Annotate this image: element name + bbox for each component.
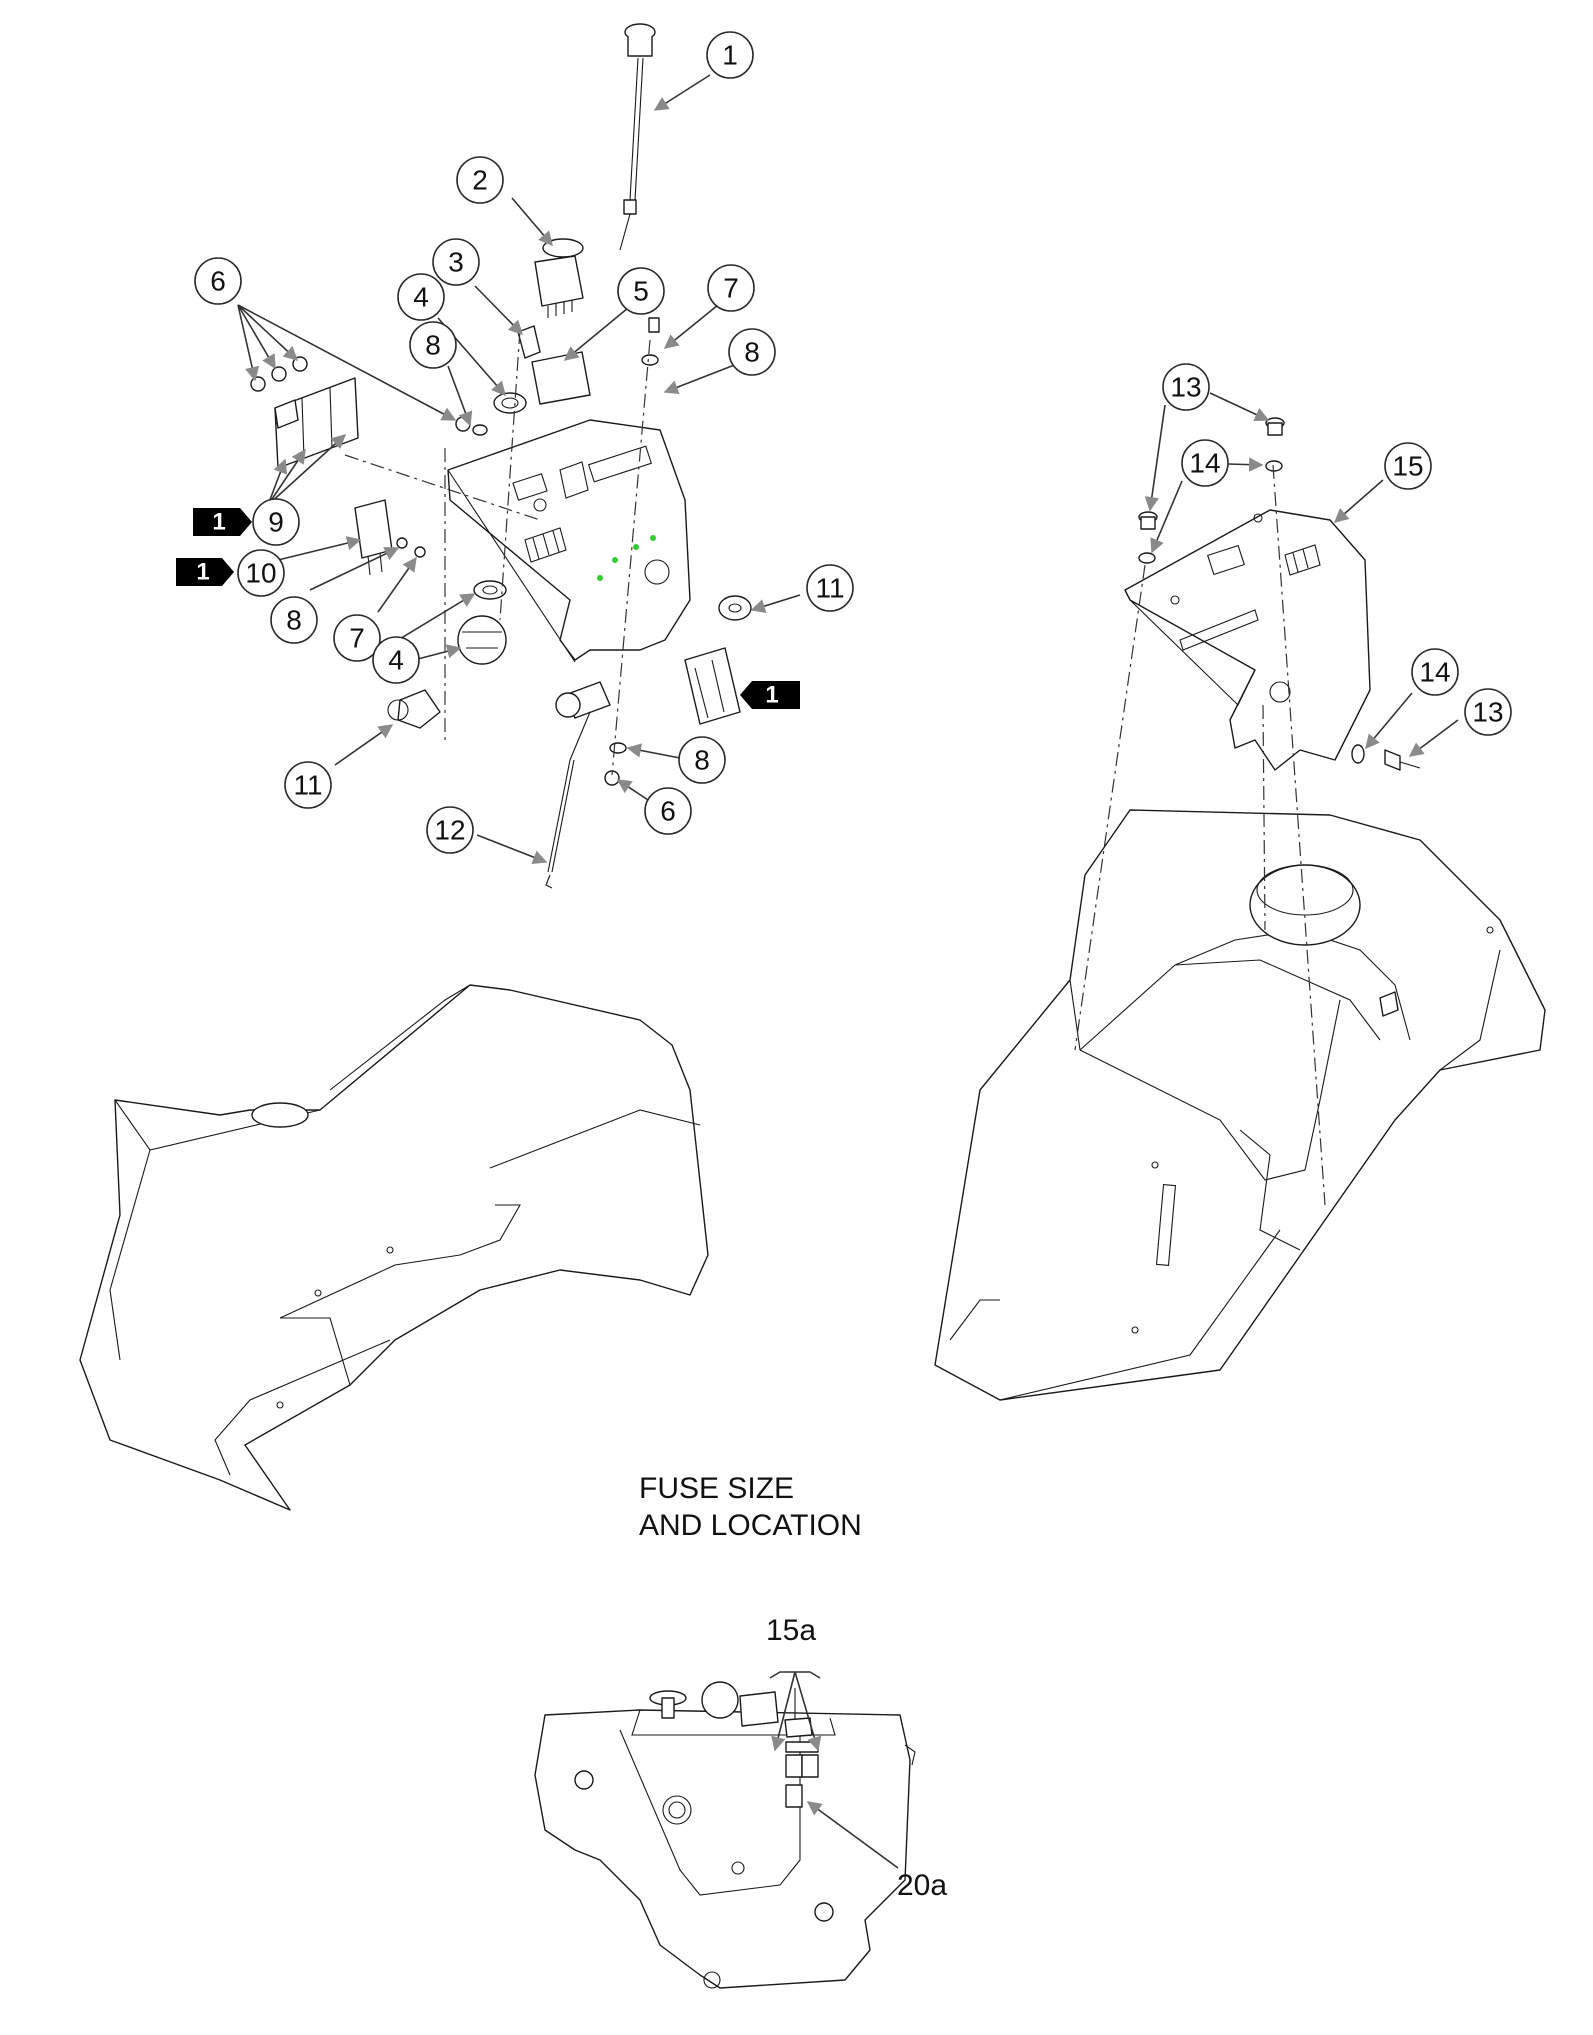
choke-cable [619,23,656,251]
svg-text:7: 7 [723,273,739,304]
hood-side-view [79,984,709,1511]
bushing-right [718,595,752,621]
callout-bubble-8-lower-left: 8 [270,596,318,644]
callout-bubble-6-lower: 6 [644,787,692,835]
callout-bubble-6-upper: 6 [194,257,242,305]
svg-text:7: 7 [349,623,365,654]
rear-fender [934,809,1546,1401]
relay-block [274,377,359,469]
svg-text:9: 9 [268,507,284,538]
callout-bubble-7-lower: 7 [333,614,381,662]
callout-bubble-14-upper: 14 [1181,439,1229,487]
callout-bubble-14-lower: 14 [1411,648,1459,696]
reference-tag-10: 1 [176,558,234,586]
rear-panel [1124,509,1371,771]
svg-text:11: 11 [293,770,322,801]
svg-text:15: 15 [1392,451,1423,482]
callout-bubble-4-lower: 4 [372,636,420,684]
ignition-switch [457,615,507,665]
key-switch [534,238,584,318]
relay-block-right [684,647,741,725]
callout-bubble-9: 9 [252,498,300,546]
callout-bubble-3: 3 [432,238,480,286]
svg-text:5: 5 [633,276,649,307]
fuse-location-view [534,1681,916,1989]
callout-bubble-11-lower: 11 [284,761,332,809]
svg-text:10: 10 [245,558,276,589]
svg-text:1: 1 [765,682,778,709]
svg-text:3: 3 [448,247,464,278]
callout-bubble-1: 1 [706,31,754,79]
svg-text:14: 14 [1189,448,1220,479]
callout-bubble-8-upper-left: 8 [409,321,457,369]
svg-text:4: 4 [413,282,429,313]
rear-panel-and-fender [934,417,1546,1401]
relay-bracket [354,499,393,559]
svg-text:6: 6 [660,796,676,827]
svg-text:8: 8 [694,745,710,776]
callout-bubble-2: 2 [456,156,504,204]
callout-bubble-10: 10 [237,549,285,597]
callout-bubble-15: 15 [1384,442,1432,490]
svg-text:4: 4 [388,645,404,676]
reference-tag-right: 1 [740,681,800,709]
fuse-label-small: 15a [766,1614,816,1647]
callout-bubble-8-lower-right: 8 [678,736,726,784]
svg-text:8: 8 [744,337,760,368]
callout-bubble-12: 12 [426,806,474,854]
indicator-light [387,689,441,729]
callout-bubble-5: 5 [617,267,665,315]
svg-text:14: 14 [1419,657,1450,688]
switch-bracket [517,325,541,359]
svg-text:13: 13 [1472,697,1503,728]
fuse-slots [785,1741,819,1808]
fuse-label-large: 20a [897,1869,947,1902]
throttle-cable [545,681,611,889]
svg-text:1: 1 [212,509,225,536]
callout-bubble-11-right: 11 [806,564,854,612]
callout-bubble-7-upper: 7 [707,264,755,312]
svg-text:11: 11 [815,573,844,604]
caption-line-2: AND LOCATION [639,1509,862,1542]
svg-text:6: 6 [210,266,226,297]
leader-lines [237,74,1459,1869]
callout-bubble-4-upper: 4 [397,273,445,321]
svg-text:1: 1 [196,559,209,586]
grommet-upper [493,392,527,414]
svg-text:8: 8 [425,330,441,361]
relay-housing [531,351,591,405]
callout-bubble-8-upper-right: 8 [728,328,776,376]
reference-tag-9: 1 [193,508,252,536]
svg-text:1: 1 [722,40,738,71]
control-panel-assembly [250,23,752,889]
svg-text:2: 2 [472,165,488,196]
callout-bubble-13-upper: 13 [1162,363,1210,411]
caption-line-1: FUSE SIZE [639,1472,794,1505]
callout-bubble-13-lower: 13 [1464,688,1512,736]
svg-text:13: 13 [1170,372,1201,403]
svg-text:12: 12 [434,815,465,846]
svg-text:8: 8 [286,605,302,636]
dash-panel [447,419,691,663]
